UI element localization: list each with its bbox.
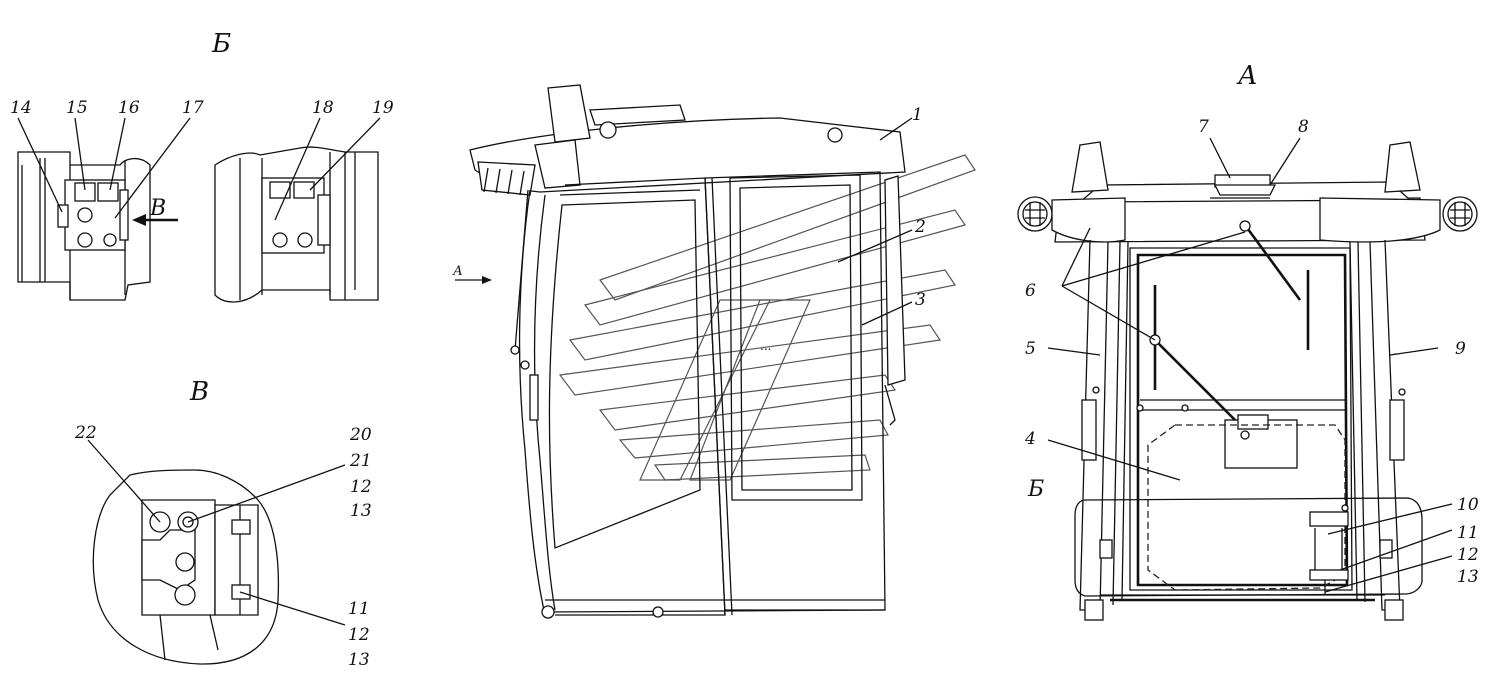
view-label-b: Б <box>211 29 231 59</box>
callout-4: 4 <box>1024 429 1036 449</box>
detail-b-right <box>214 146 379 303</box>
arrow-label-v: В <box>149 196 166 221</box>
callout-13-v: 13 <box>350 501 372 521</box>
callout-7: 7 <box>1198 117 1209 137</box>
callout-1: 1 <box>912 105 923 125</box>
callout-11-v2: 11 <box>348 599 370 619</box>
callout-11-a: 11 <box>1457 523 1479 543</box>
callout-21: 21 <box>349 451 372 471</box>
callout-19: 19 <box>372 98 394 118</box>
callout-14: 14 <box>10 98 32 118</box>
callout-5: 5 <box>1025 339 1036 359</box>
watermark-logo <box>558 154 976 481</box>
callout-12-a: 12 <box>1457 545 1479 565</box>
detail-b-left <box>17 151 178 301</box>
region-label-b: Б <box>1027 477 1044 502</box>
callout-16: 16 <box>118 98 140 118</box>
arrow-label-a: А <box>452 264 463 279</box>
callout-numbers: 1 2 3 4 5 6 7 8 9 10 11 12 13 14 15 16 1… <box>10 98 1479 670</box>
cab-view-a <box>1017 137 1478 621</box>
callout-6: 6 <box>1025 281 1036 301</box>
callout-3: 3 <box>915 290 926 310</box>
detail-v <box>92 469 280 665</box>
callout-18: 18 <box>312 98 334 118</box>
callout-22: 22 <box>74 423 97 443</box>
view-label-v: В <box>189 377 209 407</box>
view-label-a: А <box>1236 61 1258 91</box>
callout-10: 10 <box>1457 495 1479 515</box>
callout-13-v2: 13 <box>348 650 370 670</box>
cab-side-view: ... <box>455 84 913 619</box>
callout-12-v: 12 <box>350 477 372 497</box>
callout-12-v2: 12 <box>348 625 370 645</box>
svg-text:...: ... <box>760 339 771 353</box>
detail-leaders <box>17 117 381 626</box>
callout-17: 17 <box>182 98 204 118</box>
callout-8: 8 <box>1298 117 1309 137</box>
callout-20: 20 <box>349 425 372 445</box>
callout-13-a: 13 <box>1457 567 1479 587</box>
callout-2: 2 <box>914 217 926 237</box>
callout-9: 9 <box>1455 339 1466 359</box>
callout-15: 15 <box>66 98 88 118</box>
